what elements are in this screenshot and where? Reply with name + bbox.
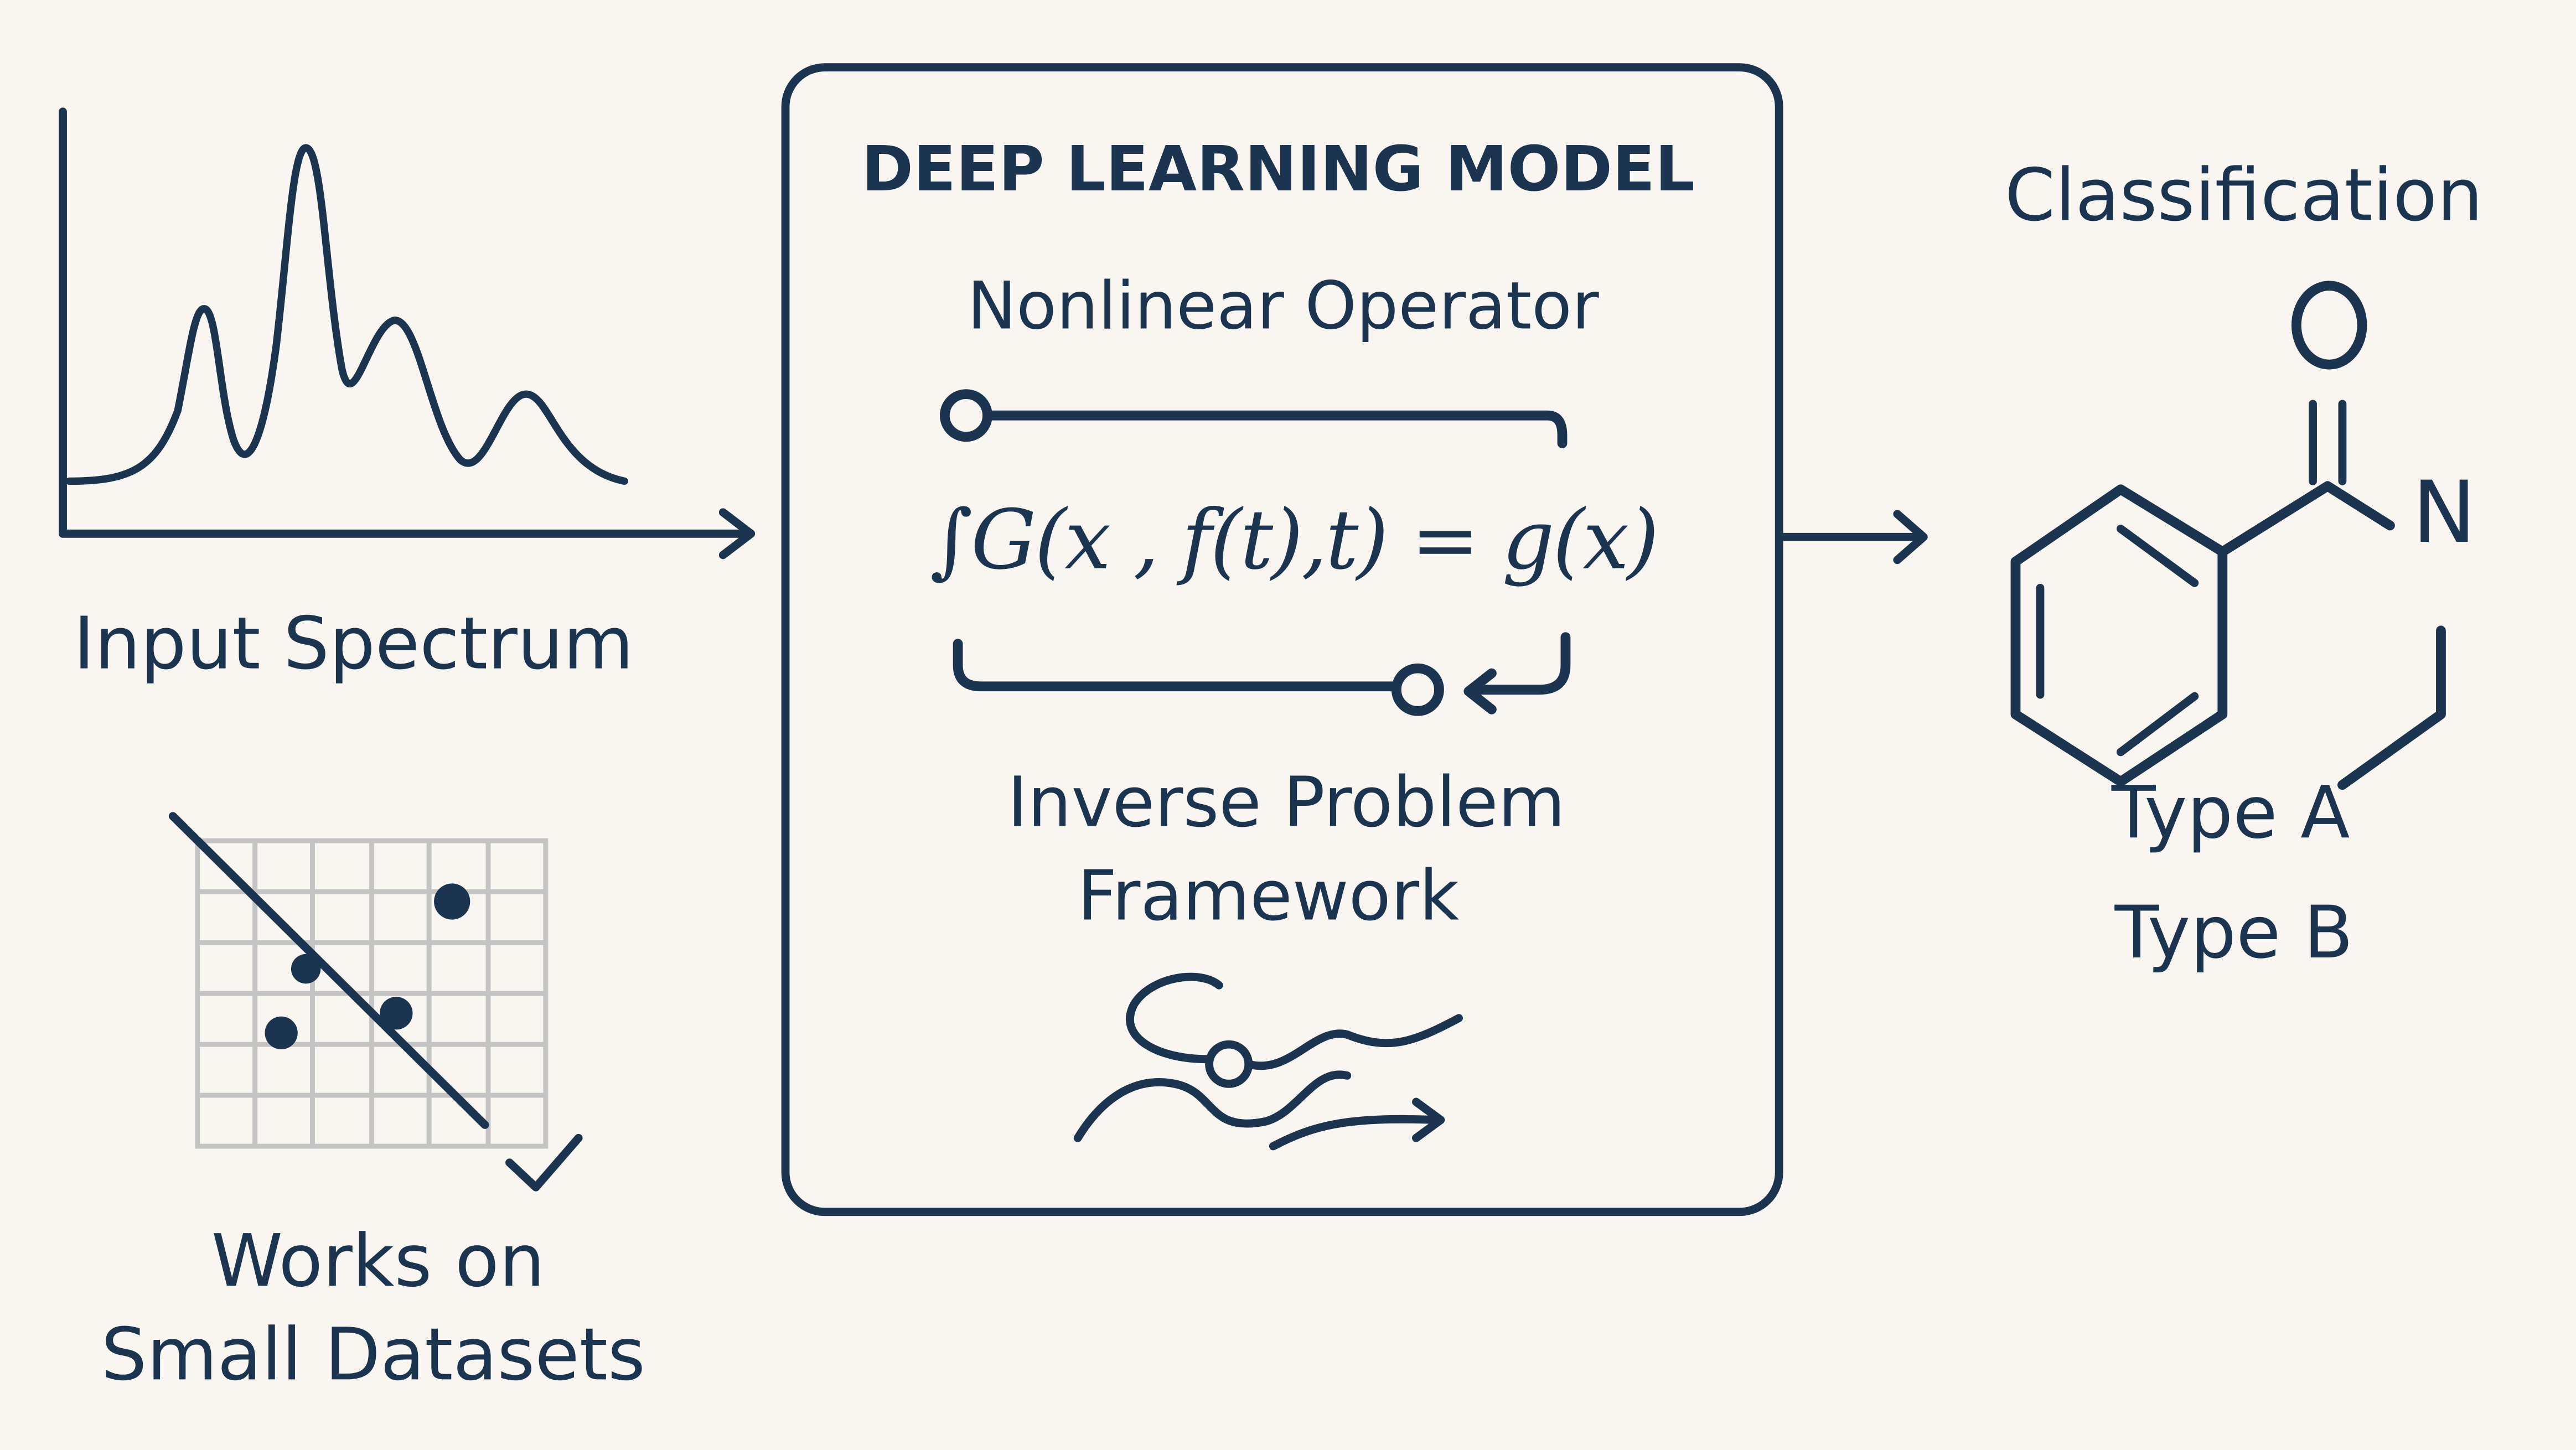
nitrogen-atom: N xyxy=(2412,463,2476,562)
small-datasets-line1: Works on xyxy=(211,1219,545,1303)
model-box xyxy=(781,63,1783,1216)
trajectory-squiggle-icon xyxy=(1073,972,1463,1151)
model-title: DEEP LEARNING MODEL xyxy=(861,132,1694,205)
spectrum-plot-icon xyxy=(59,107,756,560)
type-b-label: Type B xyxy=(2114,890,2353,975)
classification-title: Classification xyxy=(2005,153,2483,237)
nonlinear-operator-label: Nonlinear Operator xyxy=(968,267,1599,344)
small-datasets-line2: Small Datasets xyxy=(101,1312,645,1396)
input-spectrum-label: Input Spectrum xyxy=(74,602,634,686)
type-a-label: Type A xyxy=(2111,770,2350,855)
inverse-problem-label: Inverse Problem xyxy=(1007,762,1565,842)
framework-label: Framework xyxy=(1077,856,1459,936)
operator-loop-icon xyxy=(939,389,1571,716)
scatter-grid-icon xyxy=(168,812,549,1149)
molecule-structure-icon: N xyxy=(2010,281,2476,790)
checkmark-icon xyxy=(505,1133,583,1192)
integral-equation: ∫G(x , f(t),t) = g(x) xyxy=(930,492,1659,588)
arrow-right-icon xyxy=(1780,510,1928,565)
